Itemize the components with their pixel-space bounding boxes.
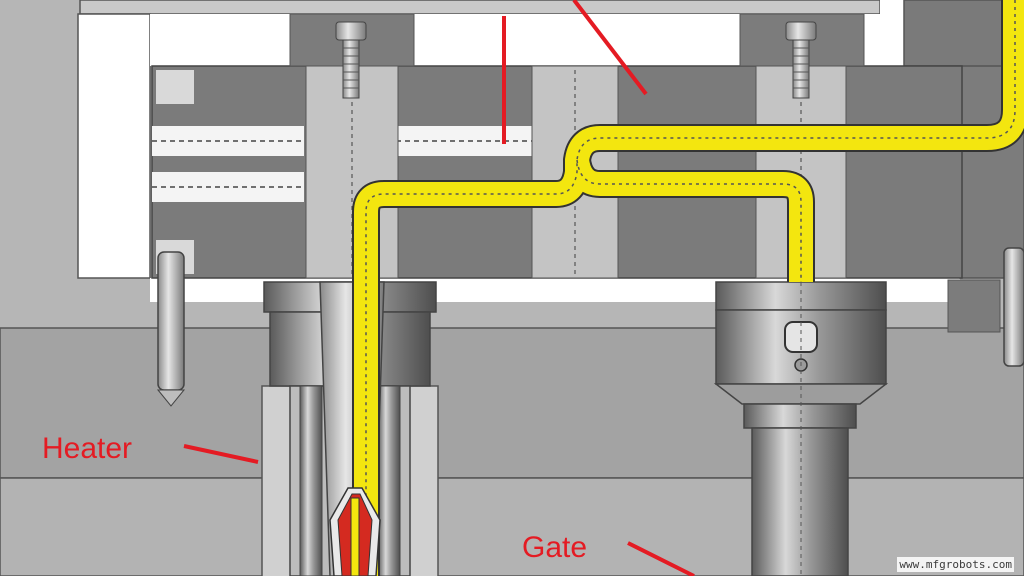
dowel-pin-left xyxy=(156,251,186,407)
right-pocket xyxy=(880,0,904,66)
heater-label: Heater xyxy=(42,432,133,465)
bolt-right xyxy=(739,13,865,99)
melt-channel-centerline xyxy=(365,0,1016,576)
right-block-top xyxy=(903,0,1005,67)
nozzle-right xyxy=(713,281,889,576)
manifold-corner-insert xyxy=(156,70,194,104)
leader-line-heater xyxy=(183,444,259,464)
leader-line-top-2 xyxy=(572,0,648,96)
support-block-right xyxy=(947,279,1001,333)
melt-channel xyxy=(352,0,1024,576)
manifold xyxy=(151,65,963,279)
gate-label: Gate xyxy=(522,531,588,564)
top-plate xyxy=(79,0,881,15)
core-plate xyxy=(0,477,1024,576)
leader-line-gate xyxy=(627,541,695,576)
dowel-pin-right xyxy=(1003,247,1024,367)
leader-lines xyxy=(183,0,695,576)
left-pocket xyxy=(77,13,151,279)
nozzle-tip xyxy=(329,487,381,576)
bolt-left xyxy=(289,13,415,99)
watermark: www.mfgrobots.com xyxy=(897,557,1014,572)
